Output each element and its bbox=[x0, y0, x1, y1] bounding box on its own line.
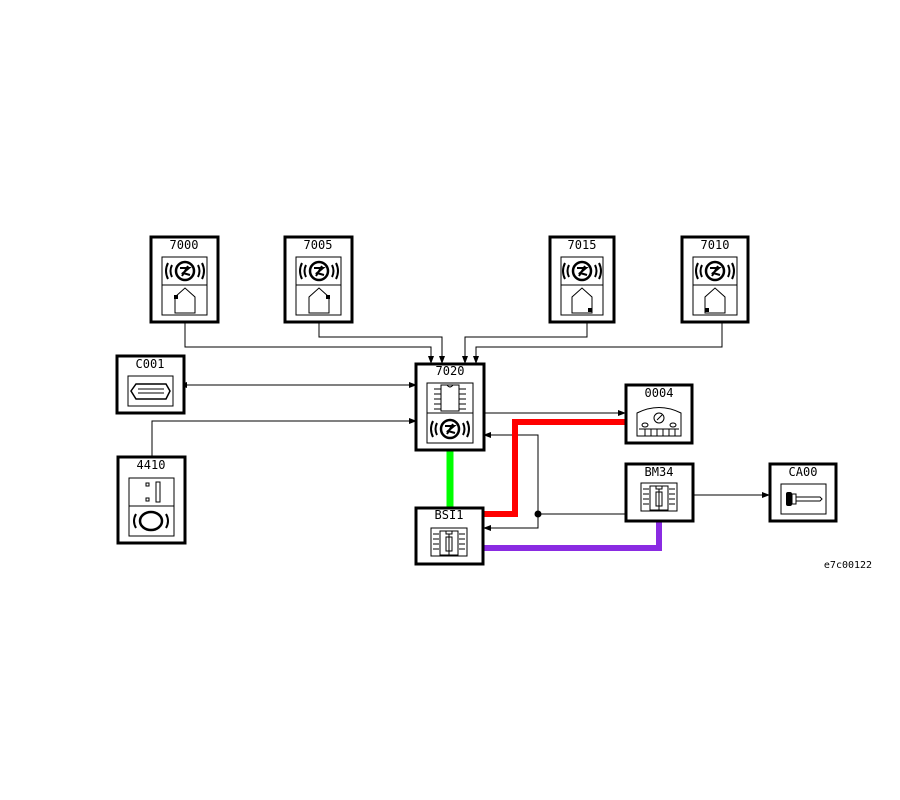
node-label: 4410 bbox=[137, 458, 166, 472]
fuse-box-icon bbox=[430, 527, 468, 557]
node-7005[interactable]: 7005 bbox=[283, 235, 354, 324]
node-7015[interactable]: 7015 bbox=[548, 235, 616, 324]
node-label: 7010 bbox=[701, 238, 730, 252]
brake-warning-icon bbox=[133, 510, 169, 532]
node-label: BM34 bbox=[645, 465, 674, 479]
wire-7015-7020 bbox=[462, 322, 588, 364]
node-bm34[interactable]: BM34 bbox=[624, 462, 695, 523]
node-7000[interactable]: 7000 bbox=[149, 235, 220, 324]
purple-bus-bsi1-bm34 bbox=[484, 521, 662, 551]
node-7010[interactable]: 7010 bbox=[680, 235, 750, 324]
node-7020[interactable]: 7020 bbox=[414, 362, 486, 452]
wheel-sensor-rear-right-icon bbox=[571, 287, 593, 314]
instrument-panel-icon bbox=[636, 407, 682, 437]
node-0004[interactable]: 0004 bbox=[624, 383, 694, 445]
node-label: 7000 bbox=[170, 238, 199, 252]
wire-4410-7020 bbox=[151, 418, 417, 457]
wire-7005-7020 bbox=[318, 322, 445, 364]
brake-switch-icon bbox=[145, 481, 161, 503]
wire-bm34-bsi1 bbox=[483, 514, 539, 531]
node-ca00[interactable]: CA00 bbox=[768, 462, 838, 523]
diagnostic-connector-icon bbox=[130, 383, 171, 400]
node-bsi1[interactable]: BSI1 bbox=[414, 506, 485, 566]
buses bbox=[446, 419, 662, 551]
wire-7000-7020 bbox=[184, 322, 434, 364]
wheel-sensor-front-left-icon bbox=[174, 287, 196, 314]
node-label: 0004 bbox=[645, 386, 674, 400]
ignition-key-icon bbox=[786, 492, 823, 506]
node-c001[interactable]: C001 bbox=[115, 354, 186, 415]
red-bus-bsi1-0004 bbox=[484, 419, 626, 517]
node-label: 7015 bbox=[568, 238, 597, 252]
fuse-box-icon bbox=[640, 482, 678, 512]
node-4410[interactable]: 4410 bbox=[116, 455, 187, 545]
junction-dot bbox=[534, 510, 542, 518]
node-label: CA00 bbox=[789, 465, 818, 479]
node-label: 7005 bbox=[304, 238, 333, 252]
wheel-sensor-rear-left-icon bbox=[704, 287, 726, 314]
wheel-sensor-front-right-icon bbox=[308, 287, 330, 314]
node-label: C001 bbox=[136, 357, 165, 371]
reference-code: e7c00122 bbox=[824, 560, 872, 571]
wire-7010-7020 bbox=[473, 322, 723, 364]
wire-bm34-7020 bbox=[483, 432, 625, 515]
node-label: 7020 bbox=[436, 364, 465, 378]
wires bbox=[151, 322, 770, 531]
node-label: BSI1 bbox=[435, 508, 464, 522]
